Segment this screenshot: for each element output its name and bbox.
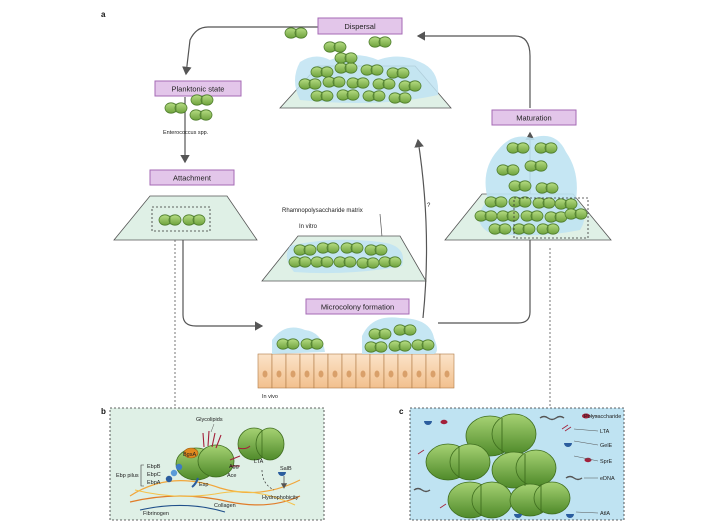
matrix-label: Rhamnopolysaccharide matrix xyxy=(282,208,363,214)
ebpC-label: EbpC xyxy=(147,472,161,478)
microcolony-label-box xyxy=(305,298,410,315)
ebp-pilus-label: Ebp pilus xyxy=(116,473,139,479)
collagen-fibre xyxy=(134,489,296,506)
c-lta-label: LTA xyxy=(600,429,610,435)
species-label: Enterococcus spp. xyxy=(163,130,209,136)
panel-b: Glycolipids BgsA Ebp pilus EbpB EbpC Ebp… xyxy=(109,407,325,521)
polysaccharide-label: Polysaccharide xyxy=(584,414,621,420)
polysaccharide-icon xyxy=(584,457,592,463)
glycolipids-label: Glycolipids xyxy=(196,417,223,423)
panel-a-letter: a xyxy=(101,10,106,19)
collagen-fibre xyxy=(129,479,301,497)
attachment-label-box xyxy=(149,169,235,186)
ace-adhesin xyxy=(237,445,251,450)
microcolony-label: Microcolony formation xyxy=(321,303,394,312)
lta-icon xyxy=(439,503,447,509)
collagen-label: Collagen xyxy=(214,503,236,509)
lta-icon xyxy=(417,449,425,455)
dispersal-stage: Dispersal xyxy=(279,17,452,109)
attachment-zoom-box xyxy=(151,206,211,232)
ace-label: Ace xyxy=(227,473,236,479)
gelE-icon xyxy=(564,443,572,447)
atlA-label: AtlA xyxy=(600,511,610,517)
dispersal-label: Dispersal xyxy=(344,22,376,31)
fibrinogen-label: Fibrinogen xyxy=(143,511,169,517)
in-vivo-label: In vivo xyxy=(262,394,278,400)
lta-label: LTA xyxy=(254,459,264,465)
epithelium xyxy=(257,353,455,389)
ebpB-label: EbpB xyxy=(147,464,161,470)
maturation-zoom-box xyxy=(513,197,589,239)
agg-label: Agg xyxy=(229,464,239,470)
bgsA-label: BgsA xyxy=(183,452,196,458)
gelE-label: GelE xyxy=(600,443,613,449)
arrow-maturation-to-dispersal xyxy=(416,31,531,108)
planktonic-stage: Planktonic state Enterococcus spp. xyxy=(154,80,242,136)
planktonic-label: Planktonic state xyxy=(172,85,225,94)
attached-cell xyxy=(158,214,182,226)
polysaccharide-icon xyxy=(582,413,590,419)
atlA-icon xyxy=(514,514,522,518)
maturation-label-box xyxy=(491,109,577,126)
gelE-icon xyxy=(424,421,432,425)
bgsA-icon xyxy=(183,447,199,459)
arrow-attachment-to-microcolony xyxy=(182,238,264,331)
panel-c-letter: c xyxy=(399,407,404,416)
fibrinogen-fibre xyxy=(139,504,226,513)
planktonic-cell xyxy=(189,109,213,121)
eDNA-icon xyxy=(413,487,431,493)
biofilm-cells xyxy=(425,413,571,519)
lta-icon xyxy=(561,424,572,432)
planktonic-cell xyxy=(164,102,188,114)
dispersing-cell xyxy=(368,36,392,48)
dispersing-cell xyxy=(323,41,347,53)
atlA-icon xyxy=(566,514,574,518)
eDNA-label: eDNA xyxy=(600,476,615,482)
eDNA-icon xyxy=(565,475,583,481)
esp-icon xyxy=(191,477,199,488)
polysaccharide-icon xyxy=(440,419,448,425)
question-mark: ? xyxy=(427,203,431,209)
ebpB-icon xyxy=(175,463,183,471)
ebpC-icon xyxy=(170,469,178,477)
maturation-label: Maturation xyxy=(516,114,551,123)
bacterial-cell xyxy=(175,427,285,481)
maturation-matrix xyxy=(479,135,585,236)
esp-label: Esp xyxy=(199,482,208,488)
dispersal-label-box xyxy=(317,17,403,35)
sprE-label: SprE xyxy=(600,459,613,465)
attached-cell xyxy=(182,214,206,226)
in-vitro-stage: Rhamnopolysaccharide matrix In vitro xyxy=(261,208,427,282)
arrow-microcolony-to-dispersal xyxy=(414,138,428,319)
attachment-stage: Attachment xyxy=(113,169,258,408)
salB-icon xyxy=(278,472,286,476)
hydrophobicity-label: Hydrophobicity xyxy=(262,495,299,501)
ebpA-label: EbpA xyxy=(147,480,161,486)
eDNA-icon xyxy=(539,415,565,421)
ebpA-icon xyxy=(165,475,173,483)
maturation-stage: Maturation xyxy=(444,109,612,408)
glycolipid-chains xyxy=(202,430,222,449)
agg-icon xyxy=(229,455,241,467)
in-vitro-label: In vitro xyxy=(299,224,318,230)
salB-label: SalB xyxy=(280,466,292,472)
ebp-bracket xyxy=(140,464,144,487)
attachment-label: Attachment xyxy=(173,174,212,183)
arrow-microcolony-to-maturation xyxy=(438,131,535,324)
panel-b-letter: b xyxy=(101,407,106,416)
microcolony-stage: Microcolony formation xyxy=(257,298,455,400)
dispersing-cell xyxy=(284,27,308,39)
arrow-dispersal-to-planktonic xyxy=(182,26,318,76)
panel-c: Polysaccharide LTA GelE SprE eDNA AtlA xyxy=(409,407,625,521)
hydrophobicity-link xyxy=(261,469,275,491)
planktonic-cell xyxy=(190,94,214,106)
collagen-fibre xyxy=(129,495,301,506)
